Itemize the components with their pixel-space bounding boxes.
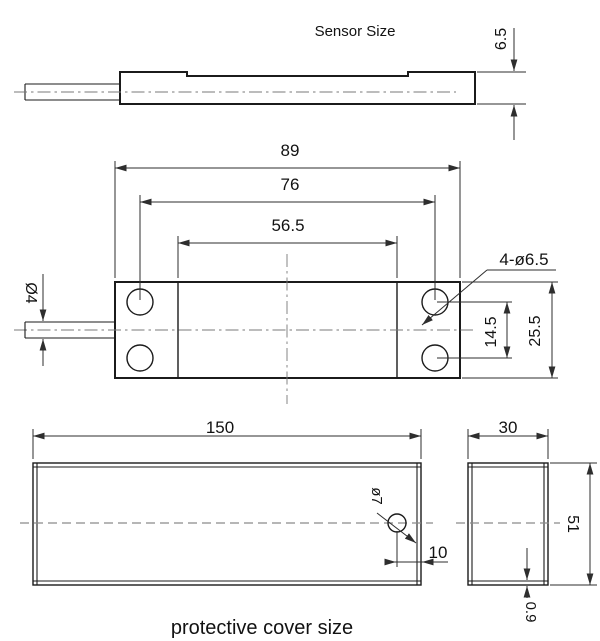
dim-body-width: 25.5 [527, 315, 544, 347]
hole-spacing-extensions [139, 195, 436, 300]
dim-hole-spacing: 76 [280, 174, 300, 194]
cover-side-inner-walls [468, 463, 548, 585]
sensor-profile-outline [119, 71, 476, 105]
dim-cover-hole-diameter: ø7 [368, 487, 386, 505]
drawing-title: Sensor Size [314, 22, 396, 40]
sensor-side-view [14, 28, 526, 140]
cover-front-inner-walls [33, 463, 421, 585]
dim-inner-length: 56.5 [271, 215, 305, 235]
drawing-caption: protective cover size [170, 617, 354, 639]
dim-cover-wall-thickness: 0.9 [522, 601, 540, 623]
body-width-extensions [462, 281, 558, 379]
overall-length-extensions [114, 161, 461, 278]
dim-cover-length: 150 [205, 417, 235, 437]
mounting-hole [126, 344, 154, 372]
dim-sensor-height: 6.5 [493, 27, 510, 51]
dim-hole-vspacing: 14.5 [483, 316, 500, 348]
cover-front-outline [32, 462, 422, 586]
dim-overall-length: 89 [280, 140, 300, 160]
cover-front-view [20, 429, 448, 586]
cover-side-view [456, 429, 597, 598]
cover-side-outline [467, 462, 549, 586]
holes-callout-leader [421, 269, 488, 326]
dim-cover-hole-offset: 10 [428, 542, 448, 562]
sensor-cable-top [24, 321, 115, 339]
dim-cover-width: 30 [498, 417, 518, 437]
height-extension-lines [477, 71, 526, 105]
dim-cable-diameter: Ø4 [22, 282, 39, 304]
cover-hole-leader [376, 512, 417, 544]
callout-mounting-holes: 4-ø6.5 [499, 249, 549, 269]
inner-length-extensions [177, 236, 398, 278]
sensor-top-view [14, 161, 558, 404]
dim-cover-height: 51 [564, 515, 581, 533]
